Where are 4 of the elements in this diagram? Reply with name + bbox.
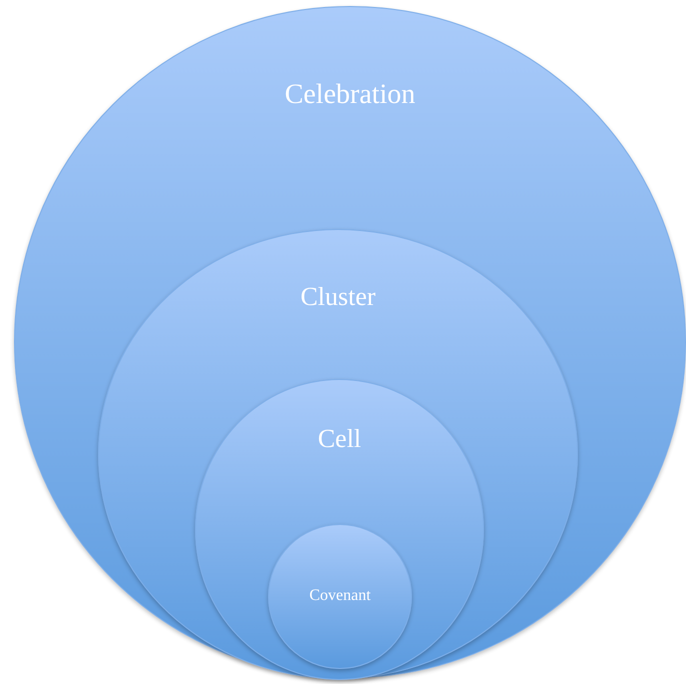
circle-label: Cell	[318, 424, 362, 454]
circle-label: Covenant	[309, 587, 371, 605]
circle-label: Cluster	[300, 282, 376, 312]
circle-label: Celebration	[284, 79, 416, 111]
